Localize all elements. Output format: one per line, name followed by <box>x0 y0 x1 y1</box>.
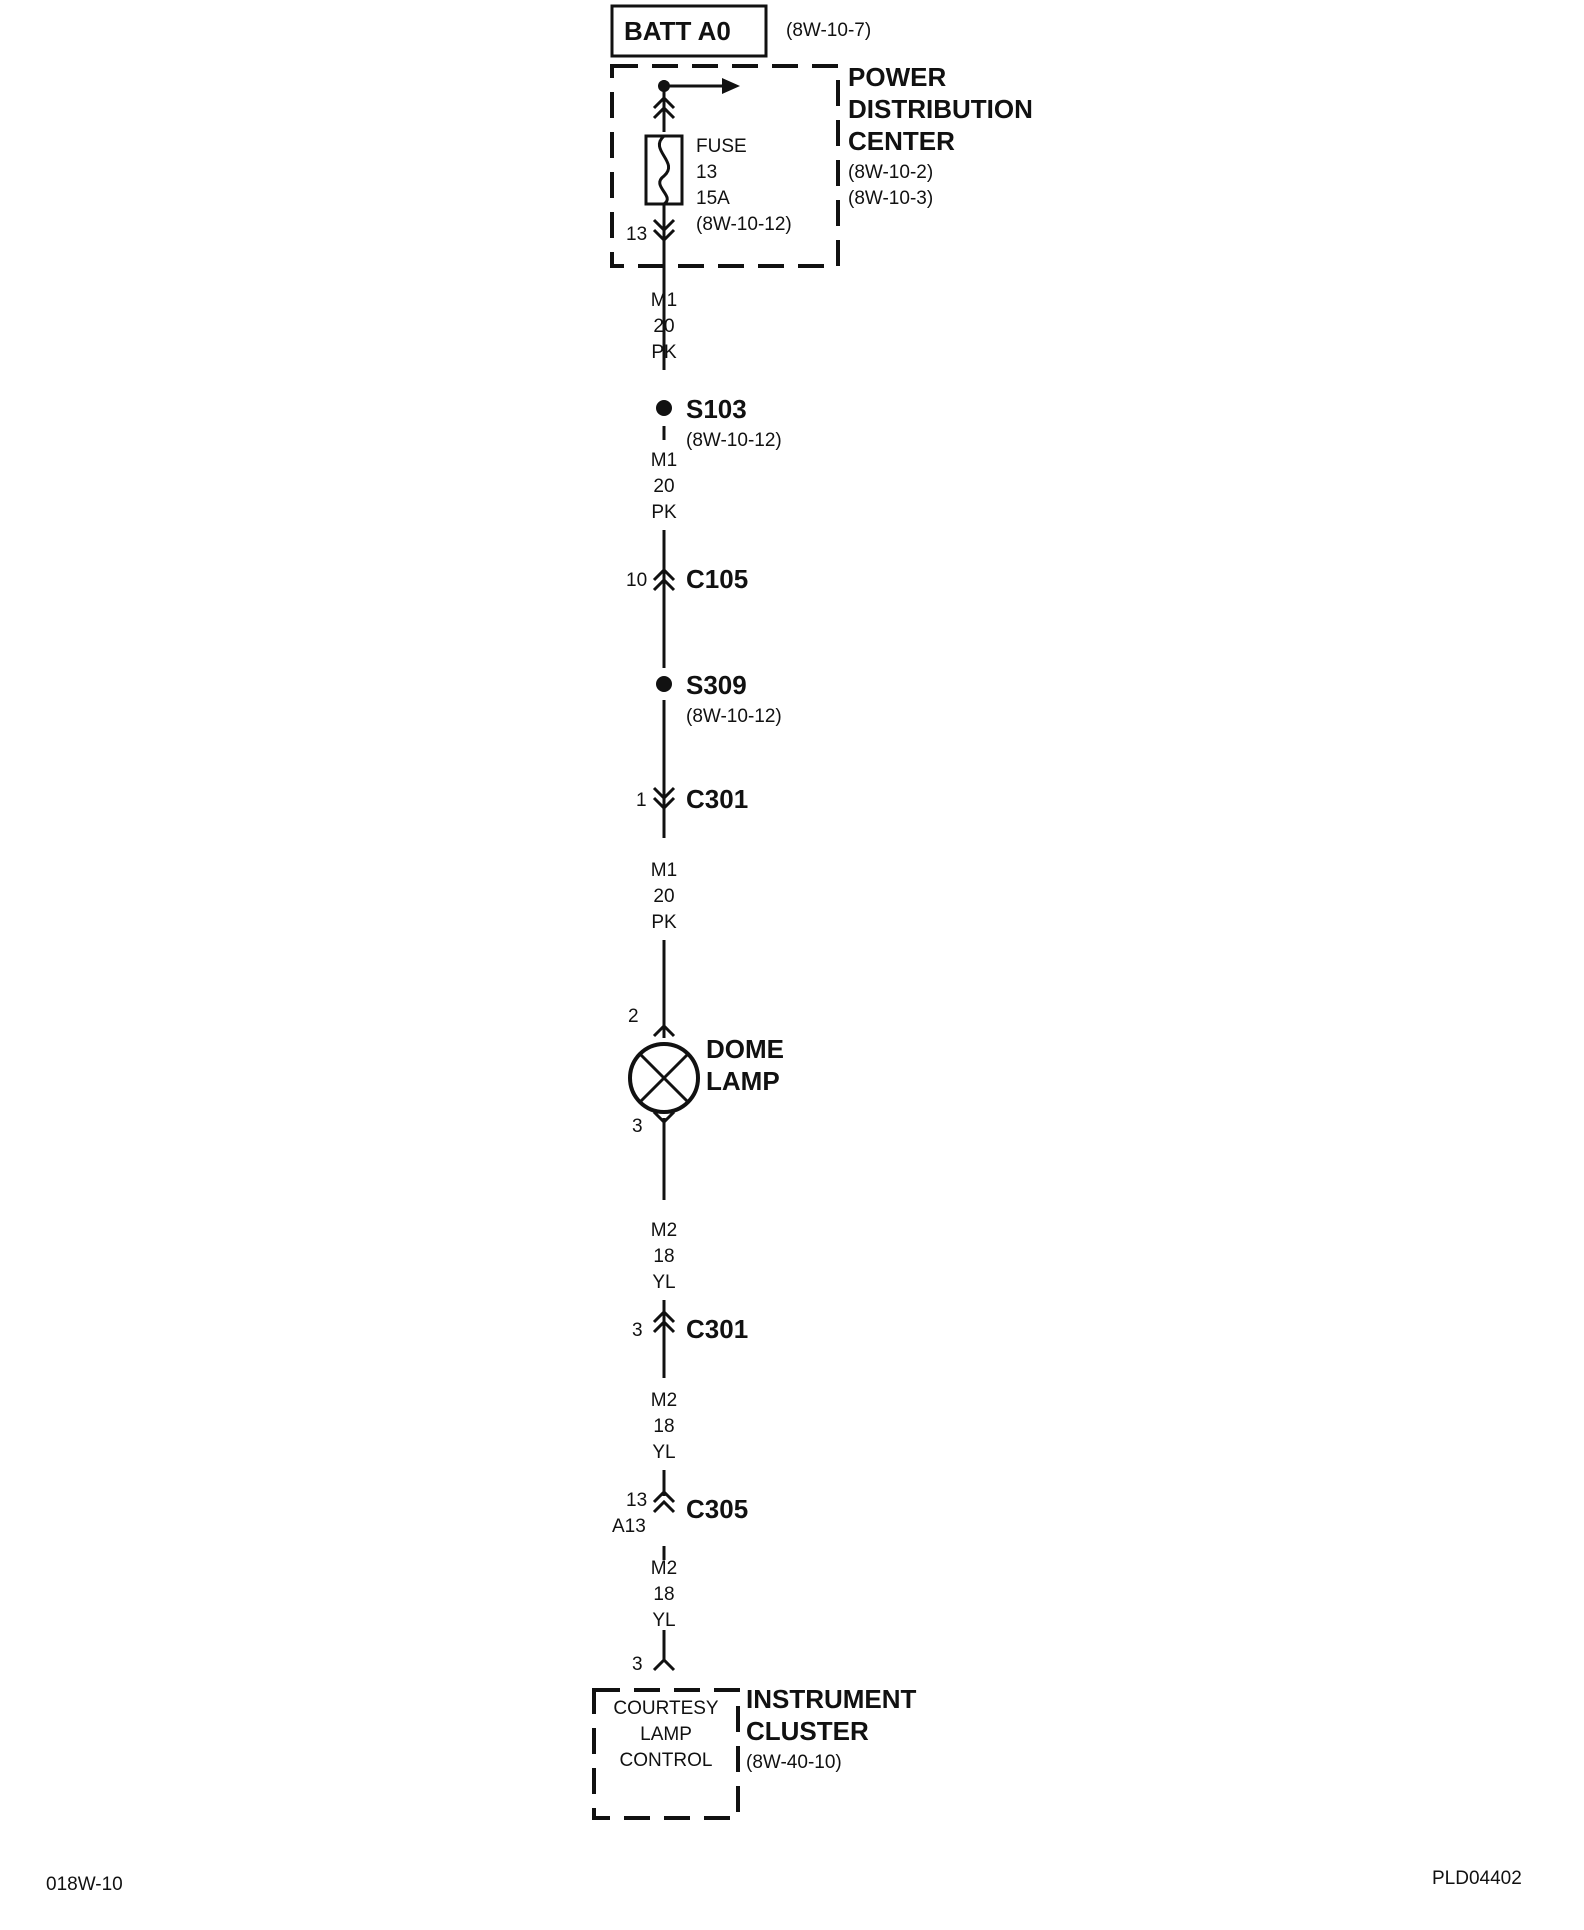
pdc-title-line-1: POWER <box>848 62 946 92</box>
cluster-title-line-1: INSTRUMENT <box>746 1684 917 1714</box>
circuit-label-seg2: M1 20 PK <box>651 450 677 523</box>
circuit-label-seg3: M1 20 PK <box>651 860 677 933</box>
connector-c301-pin1: 1 C301 <box>636 784 748 814</box>
svg-text:M2: M2 <box>651 1220 677 1241</box>
connector-chevron-icon <box>652 567 676 582</box>
connector-chevron-icon <box>652 786 676 801</box>
svg-text:18: 18 <box>653 1246 674 1267</box>
connector-c105-label: C105 <box>686 564 748 594</box>
connector-c305: 13 A13 C305 <box>612 1489 748 1537</box>
circuit-label-seg4: M2 18 YL <box>651 1220 677 1293</box>
pdc-ref-1: (8W-10-2) <box>848 162 933 183</box>
dome-lamp-pin-out: 3 <box>632 1116 643 1137</box>
instrument-cluster: 3 COURTESY LAMP CONTROL INSTRUMENT CLUST… <box>592 1644 917 1820</box>
dome-lamp-label-2: LAMP <box>706 1066 780 1096</box>
svg-text:YL: YL <box>652 1610 675 1631</box>
svg-text:YL: YL <box>652 1272 675 1293</box>
lamp-bulb-icon <box>628 1042 700 1114</box>
svg-text:M1: M1 <box>651 450 677 471</box>
cluster-title-line-2: CLUSTER <box>746 1716 869 1746</box>
svg-text:PK: PK <box>651 342 677 363</box>
connector-c301-label-2: C301 <box>686 1314 748 1344</box>
dome-lamp: 2 DOME LAMP 3 <box>628 1006 784 1137</box>
splice-dot-icon <box>656 400 672 416</box>
splice-s309: S309 (8W-10-12) <box>656 670 782 727</box>
circuit-label-seg5: M2 18 YL <box>651 1390 677 1463</box>
connector-c301-pin-1: 1 <box>636 790 647 811</box>
svg-text:M1: M1 <box>651 290 677 311</box>
fuse-ref: (8W-10-12) <box>696 214 792 235</box>
footer-left-code: 018W-10 <box>46 1874 123 1895</box>
cluster-inner-line-2: LAMP <box>640 1724 692 1745</box>
batt-a0-ref: (8W-10-7) <box>786 20 871 41</box>
svg-text:20: 20 <box>653 886 674 907</box>
connector-c301-pin3: 3 C301 <box>632 1309 748 1344</box>
splice-s309-ref: (8W-10-12) <box>686 706 782 727</box>
cluster-inner-line-3: CONTROL <box>620 1750 713 1771</box>
splice-s103-ref: (8W-10-12) <box>686 430 782 451</box>
svg-text:18: 18 <box>653 1584 674 1605</box>
connector-c301-label-1: C301 <box>686 784 748 814</box>
connector-c301-pin-3: 3 <box>632 1320 643 1341</box>
circuit-label-seg6: M2 18 YL <box>651 1558 677 1631</box>
fuse-icon <box>644 134 684 206</box>
fuse-rating: 15A <box>696 188 730 209</box>
power-distribution-center: POWER DISTRIBUTION CENTER (8W-10-2) (8W-… <box>610 62 1033 268</box>
svg-text:PK: PK <box>651 502 677 523</box>
cluster-pin: 3 <box>632 1654 643 1675</box>
svg-text:M2: M2 <box>651 1558 677 1579</box>
svg-text:M2: M2 <box>651 1390 677 1411</box>
batt-a0-source: BATT A0 (8W-10-7) <box>610 4 871 58</box>
pdc-title-line-2: DISTRIBUTION <box>848 94 1033 124</box>
cluster-inner-line-1: COURTESY <box>613 1698 719 1719</box>
pdc-ref-2: (8W-10-3) <box>848 188 933 209</box>
connector-c105-pin: 10 <box>626 570 647 591</box>
svg-text:M1: M1 <box>651 860 677 881</box>
batt-a0-label: BATT A0 <box>624 16 731 46</box>
fuse-cavity-pin: 13 <box>626 224 647 245</box>
svg-text:PK: PK <box>651 912 677 933</box>
svg-text:20: 20 <box>653 476 674 497</box>
splice-s103: S103 (8W-10-12) <box>656 394 782 451</box>
connector-c105: 10 C105 <box>626 564 748 594</box>
footer-right-code: PLD04402 <box>1432 1868 1522 1889</box>
connector-c305-label: C305 <box>686 1494 748 1524</box>
bus-arrow-icon <box>722 78 740 94</box>
splice-dot-icon <box>656 676 672 692</box>
connector-chevron-icon <box>652 1489 676 1504</box>
svg-text:20: 20 <box>653 316 674 337</box>
splice-s309-label: S309 <box>686 670 747 700</box>
dome-lamp-label-1: DOME <box>706 1034 784 1064</box>
connector-chevron-icon <box>652 1309 676 1324</box>
pdc-title-line-3: CENTER <box>848 126 955 156</box>
connector-c305-pin: 13 <box>626 1490 647 1511</box>
dome-lamp-pin-in: 2 <box>628 1006 639 1027</box>
svg-text:18: 18 <box>653 1416 674 1437</box>
fuse-label: FUSE <box>696 136 747 157</box>
fuse-number: 13 <box>696 162 717 183</box>
circuit-label-seg1: M1 20 PK <box>651 290 677 363</box>
splice-s103-label: S103 <box>686 394 747 424</box>
cluster-ref: (8W-40-10) <box>746 1752 842 1773</box>
svg-text:YL: YL <box>652 1442 675 1463</box>
connector-c305-pin-2: A13 <box>612 1516 646 1537</box>
